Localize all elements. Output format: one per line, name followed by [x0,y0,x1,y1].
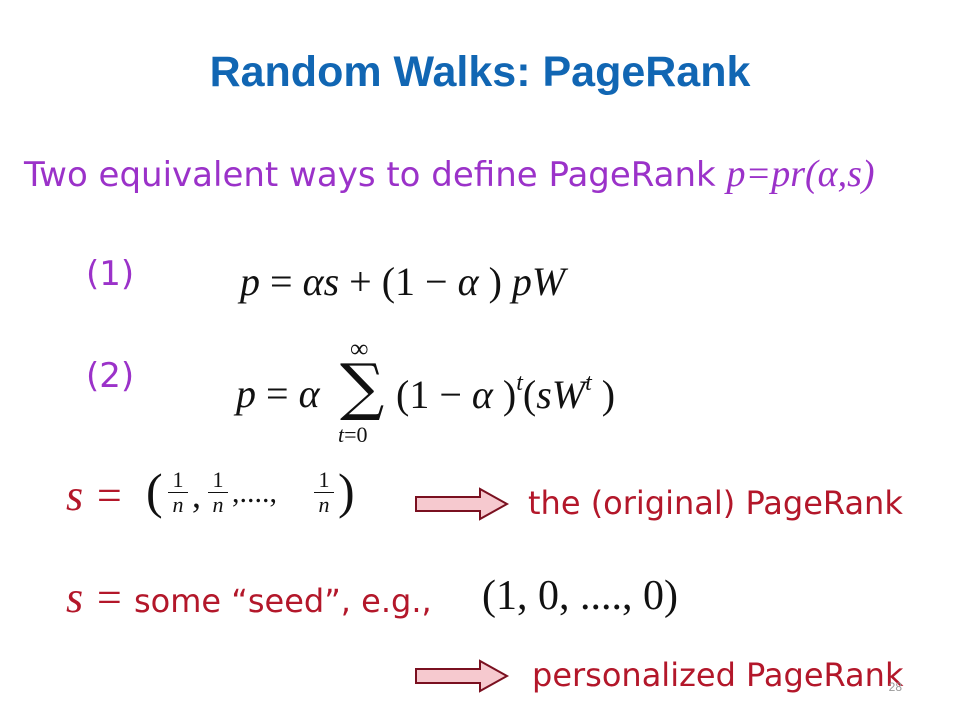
eq2-body-open: (1 − [396,372,472,417]
seed-s-label: s = [66,573,124,622]
eq1-alpha2: α [457,259,479,304]
eq2-term-exp: t [585,370,592,396]
dots: ,...., [232,476,277,509]
eq1-mid: + (1 − [339,259,458,304]
vec-open-paren: ( [146,463,163,519]
seed-result: personalized PageRank [532,656,904,694]
definition-1-label: (1) [86,254,135,294]
definition-2-label: (2) [86,356,135,396]
eq2-term-sW: sW [536,372,586,417]
eq2-term-close: ) [591,372,616,417]
eq2-term-open: ( [522,372,537,417]
sum-lower-var: t [338,422,345,447]
sigma-icon: ∑ [340,350,385,423]
eq1-equals: = [270,259,303,304]
sum-upper-limit: ∞ [350,334,369,363]
eq1-pW: pW [511,259,566,304]
frac3-den: n [318,492,330,517]
sum-lower-rest: =0 [344,422,368,447]
intro-formula: p=pr(α,s) [726,153,875,195]
frac2-num: 1 [208,468,228,493]
frac3-num: 1 [314,468,334,493]
eq2-p: p [236,371,256,416]
definition-2-equation: pp = = α ∞ ∑ t=0 (1 − α )t(sWt ) [236,334,656,450]
eq2-body: (1 − α )t(sWt ) [396,370,615,418]
eq2-body-close: ) [492,372,517,417]
right-arrow-icon [415,659,510,693]
eq2-alpha: α [298,371,320,416]
eq2-exp-t: t [516,370,523,396]
eq2-lhs: pp = = α [236,370,320,417]
right-arrow-icon [415,487,510,521]
seed-text: some “seed”, e.g., [123,582,432,620]
comma-1: , [192,475,201,515]
eq1-lhs: p [240,259,260,304]
sum-lower-limit: t=0 [338,422,368,448]
eq1-alpha: α [302,259,324,304]
definition-1-equation: p = αs + (1 − α ) pW [240,258,565,305]
intro-text: Two equivalent ways to define PageRank [24,155,727,195]
slide-title: Random Walks: PageRank [209,48,751,96]
eq1-close: ) [478,259,512,304]
page-number: 28 [888,680,902,694]
seed-line: s = some “seed”, e.g., [66,572,432,623]
frac1-num: 1 [168,468,188,493]
eq1-s: s [323,259,340,304]
frac2-den: n [212,492,224,517]
seed-vector: (1, 0, ...., 0) [482,573,678,619]
uniform-s-label: s = [66,471,124,520]
uniform-result: the (original) PageRank [528,484,903,522]
eq2-eq-sign: = [256,371,299,416]
intro-line: Two equivalent ways to define PageRank p… [24,152,875,196]
vec-close-paren: ) [338,463,355,519]
frac1-den: n [172,492,184,517]
eq2-body-alpha: α [471,372,493,417]
